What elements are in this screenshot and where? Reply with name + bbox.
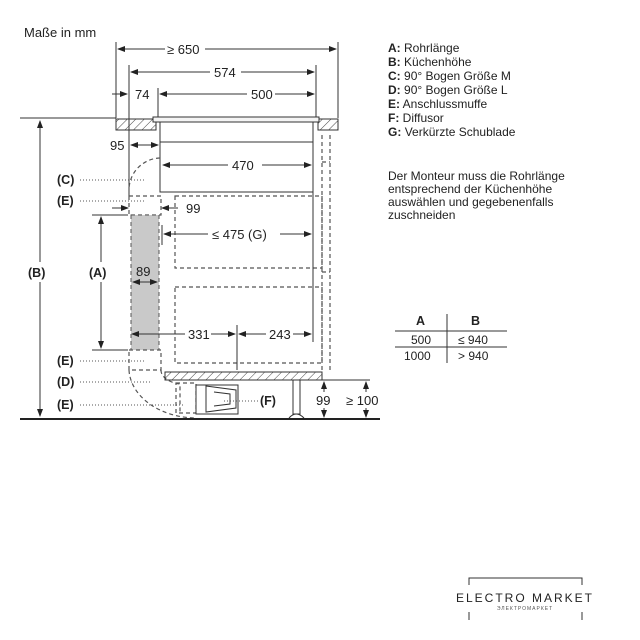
connector-e-lower <box>175 382 197 414</box>
electro-market-logo: ELECTRO MARKET ЭЛЕКТРОМАРКЕТ <box>456 577 594 620</box>
svg-text:G: Verkürzte Schublade: G: Verkürzte Schublade <box>388 125 516 139</box>
callout-a: (A) <box>89 266 106 280</box>
svg-text:ЭЛЕКТРОМАРКЕТ: ЭЛЕКТРОМАРКЕТ <box>497 606 553 612</box>
svg-text:A: A <box>416 314 425 328</box>
svg-text:F: Diffusor: F: Diffusor <box>388 111 444 125</box>
svg-text:> 940: > 940 <box>458 349 489 363</box>
hob-body <box>159 121 314 193</box>
dimension-99-top: 99 <box>112 201 200 216</box>
bend-d <box>128 369 196 419</box>
svg-text:≤ 475 (G): ≤ 475 (G) <box>212 227 267 242</box>
svg-text:E: Anschlussmuffe: E: Anschlussmuffe <box>388 97 487 111</box>
svg-text:89: 89 <box>136 264 150 279</box>
drawer-lower <box>174 286 323 364</box>
svg-text:99: 99 <box>186 201 200 216</box>
callout-e-bottom: (E) <box>57 354 74 368</box>
length-table: A B 500 ≤ 940 1000 > 940 <box>395 314 507 363</box>
svg-text:B: B <box>471 314 480 328</box>
dimension-89: 89 <box>132 264 158 285</box>
plinth <box>164 371 323 381</box>
callout-c: (C) <box>57 173 74 187</box>
dimension-b: (B) <box>28 120 45 417</box>
svg-text:B: Küchenhöhe: B: Küchenhöhe <box>388 55 472 69</box>
drawer-g <box>174 195 323 269</box>
svg-text:Der Monteur muss die Rohrlänge: Der Monteur muss die Rohrlänge <box>388 169 565 183</box>
cabinet-leg <box>292 379 301 415</box>
callout-d: (D) <box>57 375 74 389</box>
svg-text:99: 99 <box>316 393 330 408</box>
callout-f: (F) <box>260 394 276 408</box>
svg-text:74: 74 <box>135 87 149 102</box>
svg-text:331: 331 <box>188 327 210 342</box>
svg-text:574: 574 <box>214 65 236 80</box>
svg-text:500: 500 <box>411 333 431 347</box>
countertop-left <box>115 118 157 131</box>
hob-glass <box>152 116 320 123</box>
callout-b: (B) <box>28 266 45 280</box>
dimension-574: 574 <box>130 65 315 80</box>
dimension-99-bottom: 99 <box>316 381 330 418</box>
svg-text:≥ 100: ≥ 100 <box>346 393 378 408</box>
units-title: Maße in mm <box>24 25 96 40</box>
dimension-470: 470 <box>162 158 312 173</box>
svg-text:1000: 1000 <box>404 349 431 363</box>
dimension-74: 74 <box>112 87 149 102</box>
svg-text:95: 95 <box>110 138 124 153</box>
dimension-331: 331 <box>131 327 236 342</box>
countertop-right <box>317 118 339 131</box>
diffusor <box>195 384 239 415</box>
svg-text:≤ 940: ≤ 940 <box>458 333 488 347</box>
dimension-95: 95 <box>110 138 159 153</box>
callout-e-lower: (E) <box>57 398 74 412</box>
svg-text:≥ 650: ≥ 650 <box>167 42 199 57</box>
connector-e-top <box>128 195 162 216</box>
dimension-100: ≥ 100 <box>346 381 378 418</box>
installer-note: Der Monteur muss die Rohrlänge entsprech… <box>388 169 565 222</box>
connector-e-bottom <box>128 349 162 371</box>
extension-lines <box>20 42 339 200</box>
dimension-650: ≥ 650 <box>117 42 337 57</box>
dimension-a: (A) <box>89 214 128 351</box>
callout-labels: (C) (E) (E) (D) (E) (F) <box>57 173 276 412</box>
svg-text:C: 90° Bogen Größe M: C: 90° Bogen Größe M <box>388 69 511 83</box>
svg-text:500: 500 <box>251 87 273 102</box>
dimension-500: 500 <box>159 87 315 102</box>
bend-c <box>128 157 161 196</box>
svg-text:auswählen und gegebenenfalls: auswählen und gegebenenfalls <box>388 195 553 209</box>
svg-text:zuschneiden: zuschneiden <box>388 208 455 222</box>
legend: A: Rohrlänge B: Küchenhöhe C: 90° Bogen … <box>388 41 516 139</box>
svg-text:470: 470 <box>232 158 254 173</box>
svg-text:243: 243 <box>269 327 291 342</box>
svg-text:entsprechend der Küchenhöhe: entsprechend der Küchenhöhe <box>388 182 552 196</box>
svg-text:D: 90° Bogen Größe L: D: 90° Bogen Größe L <box>388 83 508 97</box>
callout-e-top: (E) <box>57 194 74 208</box>
svg-text:ELECTRO MARKET: ELECTRO MARKET <box>456 591 594 605</box>
svg-text:A: Rohrlänge: A: Rohrlänge <box>388 41 460 55</box>
dimension-475: ≤ 475 (G) <box>163 227 312 242</box>
dimension-243: 243 <box>238 327 312 342</box>
